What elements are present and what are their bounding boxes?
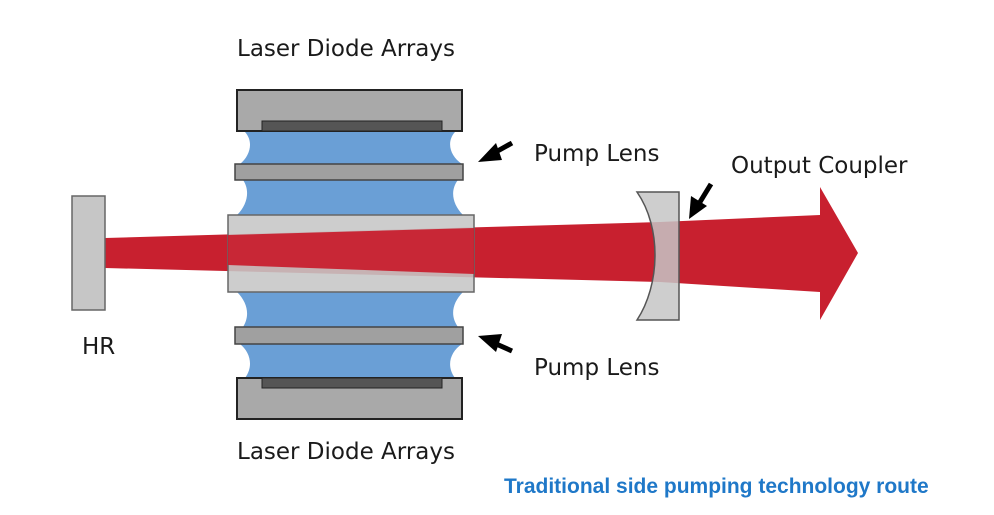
figure-caption: Traditional side pumping technology rout… bbox=[504, 475, 929, 498]
laser-beam bbox=[105, 187, 858, 320]
pump-lens-top bbox=[234, 163, 464, 181]
laser-beam-in-rod bbox=[228, 228, 474, 274]
diode-array-top-emitter bbox=[261, 120, 443, 132]
arrow-icon-output-coupler bbox=[689, 182, 714, 219]
pump-light-bottom bbox=[240, 344, 462, 378]
label-pump-lens-top: Pump Lens bbox=[534, 141, 660, 167]
diode-array-bottom-emitter bbox=[261, 377, 443, 389]
output-coupler-lens bbox=[635, 191, 680, 321]
pump-lens-bottom bbox=[234, 326, 464, 345]
label-hr: HR bbox=[82, 334, 116, 360]
pump-light-top bbox=[240, 132, 462, 164]
arrow-icon-pump-lens-bottom bbox=[478, 334, 514, 354]
label-pump-lens-bottom: Pump Lens bbox=[534, 355, 660, 381]
label-output-coupler: Output Coupler bbox=[731, 153, 908, 179]
arrow-icon-pump-lens-top bbox=[478, 140, 514, 162]
pump-light-lower-gap bbox=[237, 292, 463, 327]
label-diode-arrays-bottom: Laser Diode Arrays bbox=[237, 439, 455, 465]
label-diode-arrays-top: Laser Diode Arrays bbox=[237, 36, 455, 62]
hr-mirror bbox=[71, 195, 106, 311]
pump-light-upper-gap bbox=[237, 180, 463, 215]
